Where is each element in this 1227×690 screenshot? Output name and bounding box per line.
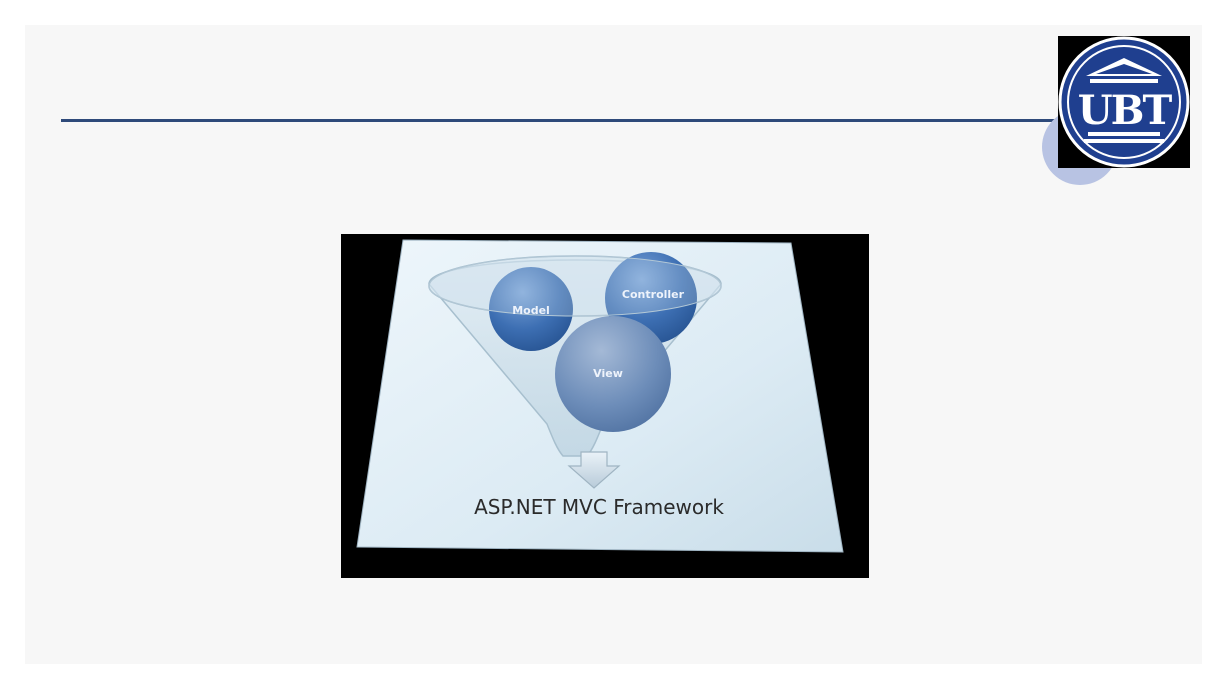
university-building-logo-icon: UBT — [1058, 36, 1190, 168]
logo-text: UBT — [1078, 87, 1173, 134]
down-arrow-icon — [567, 451, 621, 489]
view-label: View — [593, 367, 623, 380]
mvc-diagram-image: Model Controller View ASP.NET MVC Framew… — [341, 234, 869, 578]
diagram-caption: ASP.NET MVC Framework — [474, 495, 724, 519]
model-bubble — [489, 267, 573, 351]
title-divider — [61, 119, 1081, 122]
controller-label: Controller — [622, 288, 685, 301]
slide: UBT — [25, 25, 1202, 664]
ubt-logo: UBT — [1058, 36, 1190, 168]
model-label: Model — [512, 304, 550, 317]
view-bubble — [555, 316, 671, 432]
